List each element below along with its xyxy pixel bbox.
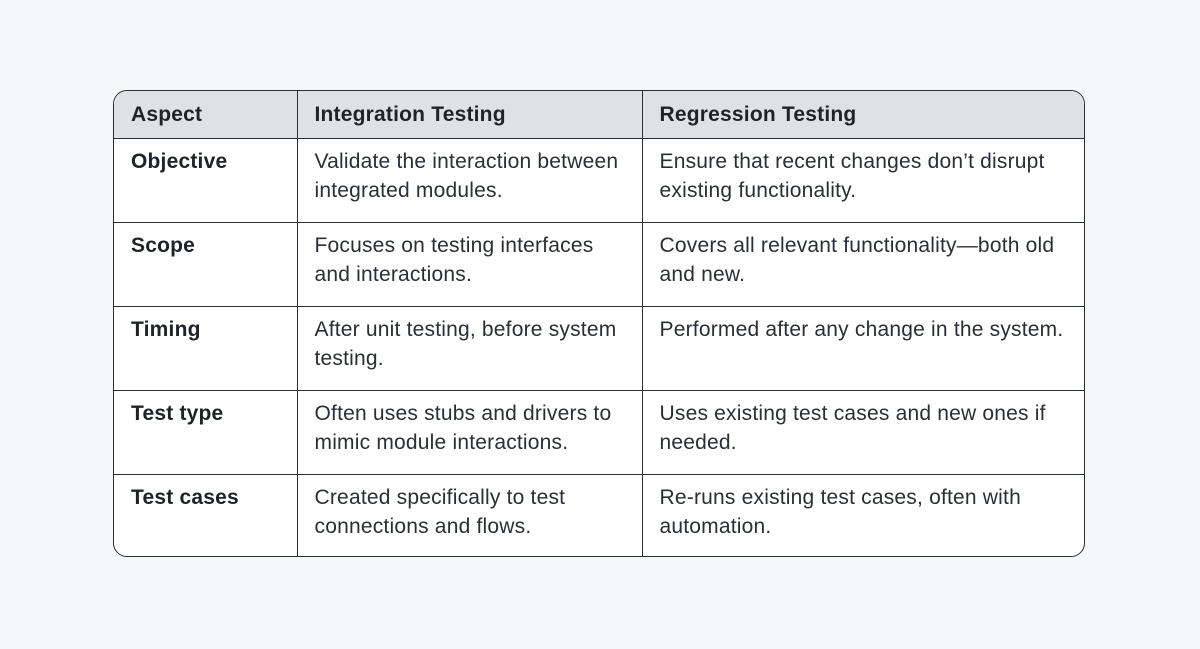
table-header: Aspect Integration Testing Regression Te… xyxy=(114,91,1084,139)
comparison-table-container: Aspect Integration Testing Regression Te… xyxy=(113,90,1085,557)
comparison-table: Aspect Integration Testing Regression Te… xyxy=(114,91,1084,556)
integration-cell: Validate the interaction between integra… xyxy=(296,137,643,223)
header-integration-testing: Integration Testing xyxy=(296,91,643,139)
header-regression-testing: Regression Testing xyxy=(641,91,1084,139)
aspect-cell: Objective xyxy=(114,137,298,223)
header-aspect: Aspect xyxy=(114,91,298,139)
regression-cell: Ensure that recent changes don’t disrupt… xyxy=(641,137,1084,223)
header-row: Aspect Integration Testing Regression Te… xyxy=(114,91,1084,139)
integration-cell: Created specifically to test connections… xyxy=(296,473,643,556)
table-body: Objective Validate the interaction betwe… xyxy=(114,137,1084,556)
aspect-cell: Scope xyxy=(114,221,298,307)
table-row: Test type Often uses stubs and drivers t… xyxy=(114,389,1084,475)
aspect-cell: Timing xyxy=(114,305,298,391)
table-row: Objective Validate the interaction betwe… xyxy=(114,137,1084,223)
table-row: Test cases Created specifically to test … xyxy=(114,473,1084,556)
regression-cell: Covers all relevant functionality—both o… xyxy=(641,221,1084,307)
aspect-cell: Test cases xyxy=(114,473,298,556)
integration-cell: After unit testing, before system testin… xyxy=(296,305,643,391)
integration-cell: Focuses on testing interfaces and intera… xyxy=(296,221,643,307)
regression-cell: Performed after any change in the system… xyxy=(641,305,1084,391)
integration-cell: Often uses stubs and drivers to mimic mo… xyxy=(296,389,643,475)
regression-cell: Uses existing test cases and new ones if… xyxy=(641,389,1084,475)
table-row: Timing After unit testing, before system… xyxy=(114,305,1084,391)
table-row: Scope Focuses on testing interfaces and … xyxy=(114,221,1084,307)
regression-cell: Re-runs existing test cases, often with … xyxy=(641,473,1084,556)
aspect-cell: Test type xyxy=(114,389,298,475)
